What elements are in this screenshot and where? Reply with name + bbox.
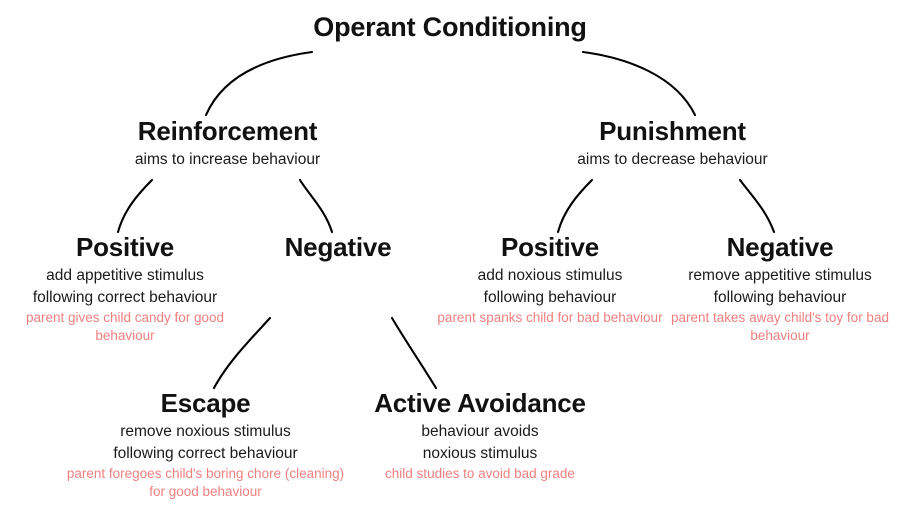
node-operant-conditioning[interactable]: Operant Conditioning: [250, 12, 650, 44]
edge-root-to-punishment: [581, 50, 697, 117]
node-negative-reinforcement[interactable]: Negative: [248, 232, 428, 263]
node-title: Reinforcement: [137, 116, 318, 146]
node-title: Positive: [500, 232, 600, 262]
node-title: Negative: [284, 232, 392, 262]
node-negative-punishment[interactable]: Negative remove appetitive stimulus foll…: [660, 232, 900, 345]
edge-punishment-to-negative: [738, 178, 776, 234]
node-description-line-2: following behaviour: [483, 289, 617, 307]
node-title: Positive: [75, 232, 175, 262]
node-description-line-2: following correct behaviour: [32, 289, 218, 307]
node-description-line-1: remove appetitive stimulus: [688, 266, 872, 284]
edge-reinforcement-to-positive: [116, 178, 154, 234]
node-reinforcement[interactable]: Reinforcement aims to increase behaviour: [55, 116, 400, 169]
node-description-line-2: following correct behaviour: [113, 445, 298, 463]
node-positive-reinforcement[interactable]: Positive add appetitive stimulus followi…: [0, 232, 250, 345]
node-example: parent foregoes child's boring chore (cl…: [66, 466, 345, 499]
node-example: child studies to avoid bad grade: [385, 466, 575, 482]
node-title: Negative: [726, 232, 834, 262]
edge-root-to-reinforcement: [204, 50, 314, 117]
node-escape[interactable]: Escape remove noxious stimulus following…: [58, 388, 353, 501]
node-example: parent spanks child for bad behaviour: [437, 310, 663, 326]
edge-reinforcement-to-negative: [298, 178, 334, 234]
node-description-line-1: behaviour avoids: [421, 422, 539, 440]
node-description: aims to decrease behaviour: [577, 150, 768, 168]
node-description-line-1: remove noxious stimulus: [120, 422, 291, 440]
node-description-line-2: noxious stimulus: [422, 445, 538, 463]
node-title: Punishment: [599, 116, 746, 146]
node-description-line-1: add noxious stimulus: [477, 266, 623, 284]
node-description-line-2: following behaviour: [713, 289, 847, 307]
node-example: parent takes away child's toy for bad be…: [671, 310, 889, 343]
node-description-line-1: add appetitive stimulus: [46, 266, 204, 284]
node-punishment[interactable]: Punishment aims to decrease behaviour: [500, 116, 845, 169]
node-active-avoidance[interactable]: Active Avoidance behaviour avoids noxiou…: [330, 388, 630, 483]
edge-punishment-to-positive: [556, 178, 594, 234]
node-title: Active Avoidance: [374, 388, 586, 418]
node-example: parent gives child candy for good behavi…: [25, 310, 225, 343]
node-title: Operant Conditioning: [313, 12, 587, 42]
node-description: aims to increase behaviour: [134, 150, 321, 168]
edge-negative-to-active-avoidance: [390, 316, 438, 390]
node-positive-punishment[interactable]: Positive add noxious stimulus following …: [425, 232, 675, 327]
node-title: Escape: [160, 388, 251, 418]
